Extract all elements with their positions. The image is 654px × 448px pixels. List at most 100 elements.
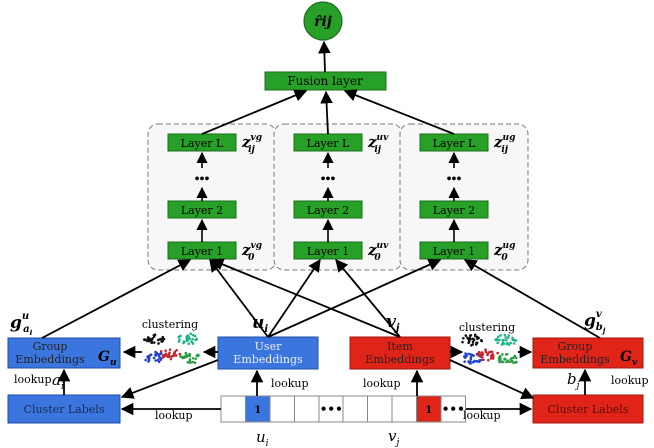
lookup-label-user: lookup [271, 377, 309, 390]
cluster-point [152, 356, 156, 360]
user-embeddings-label-line1: User [255, 340, 282, 353]
cluster-point [501, 353, 504, 356]
lookup-label-right-bottom: lookup [463, 409, 501, 422]
layer-label: Layer L [181, 137, 224, 150]
right-group-embeddings-label-line1: Group [558, 340, 593, 353]
cluster-point [191, 333, 195, 337]
cluster-point [158, 353, 161, 356]
onehot-ellipsis: ••• [442, 402, 465, 416]
cluster-point [488, 350, 492, 354]
cluster-point [178, 338, 181, 341]
cluster-point [189, 361, 193, 364]
cluster-point [507, 343, 511, 346]
cluster-point [160, 340, 163, 343]
cluster-point [162, 355, 165, 359]
cluster-point [159, 358, 163, 361]
onehot-cell [391, 395, 417, 423]
arrow-item-to-cluster-labels [449, 359, 535, 400]
cluster-point [174, 354, 178, 357]
right-group-embeddings-label-line2: Embeddings [540, 353, 610, 366]
cluster-point [191, 360, 195, 364]
onehot-cell [416, 395, 442, 423]
cluster-point [477, 360, 481, 364]
left-group-embeddings-box [7, 337, 121, 369]
onehot-cell [269, 395, 295, 423]
cluster-point [161, 335, 165, 339]
cluster-point [150, 338, 153, 342]
output-label: r̂ij [314, 14, 332, 30]
ellipsis-dots: ••• [321, 172, 336, 187]
cluster-point [467, 352, 470, 356]
cluster-point [168, 348, 172, 351]
cluster-point [508, 360, 512, 364]
cluster-point [510, 357, 513, 360]
cluster-point [186, 360, 190, 364]
cluster-point [173, 351, 177, 355]
cluster-point [507, 334, 511, 337]
cluster-point [182, 341, 185, 345]
cluster-point [503, 333, 507, 337]
cluster-point [482, 358, 485, 362]
onehot-cell [220, 395, 246, 423]
cluster-point [469, 353, 472, 356]
item-vector-label: vj [386, 312, 400, 334]
cluster-point [464, 334, 468, 337]
cluster-point [479, 339, 483, 342]
arrow-u-to-tower3 [267, 258, 442, 338]
cluster-point [468, 361, 471, 365]
cluster-point [505, 360, 508, 364]
layer-label: Layer L [307, 137, 350, 150]
cluster-point [464, 352, 467, 355]
cluster-point [162, 337, 166, 341]
cluster-point [149, 353, 152, 357]
cluster-point [501, 341, 505, 345]
cluster-point [504, 338, 508, 342]
ellipsis-dots: ••• [447, 172, 462, 187]
user-vector-label: ui [252, 313, 268, 335]
fusion-layer-box [264, 71, 387, 91]
left-group-embeddings-label-line2: Embeddings [15, 353, 85, 366]
fusion-layer-label: Fusion layer [287, 74, 363, 88]
onehot-one: 1 [425, 405, 432, 416]
left-assign-label: ai [52, 371, 64, 392]
cluster-point [472, 338, 476, 342]
cluster-point [462, 336, 465, 340]
cluster-point [480, 351, 484, 354]
cluster-point [147, 356, 151, 360]
cluster-point [514, 339, 518, 342]
left-cluster-labels-box [7, 394, 121, 424]
arrow-tower1-to-fusion [201, 89, 308, 135]
cluster-point [463, 355, 466, 358]
cluster-point [155, 351, 159, 355]
left-cluster-blobs [142, 332, 200, 364]
layer-label: Layer 2 [181, 204, 223, 217]
right-cluster-labels-label: Cluster Labels [548, 403, 629, 416]
cluster-point [480, 356, 484, 359]
cluster-point [469, 357, 473, 361]
left-group-embeddings-label-line1: Group [33, 340, 68, 353]
cluster-point [510, 359, 514, 363]
cluster-point [190, 340, 193, 343]
cluster-point [154, 354, 158, 357]
cluster-point [465, 354, 468, 358]
cluster-point [178, 352, 182, 356]
cluster-point [142, 338, 146, 341]
arrow-u-to-tower2 [267, 258, 321, 338]
cluster-point [496, 341, 499, 345]
cluster-point [159, 337, 162, 341]
cluster-point [491, 357, 495, 360]
onehot-one: 1 [254, 405, 261, 416]
cluster-point [496, 351, 499, 355]
cluster-point [496, 335, 500, 339]
cluster-point [511, 338, 515, 341]
arrow-tower3-to-fusion [343, 89, 455, 135]
cluster-point [504, 336, 507, 339]
item-index-label: vj [388, 427, 399, 448]
onehot-cell [318, 395, 344, 423]
item-embeddings-label-line2: Embeddings [365, 353, 435, 366]
